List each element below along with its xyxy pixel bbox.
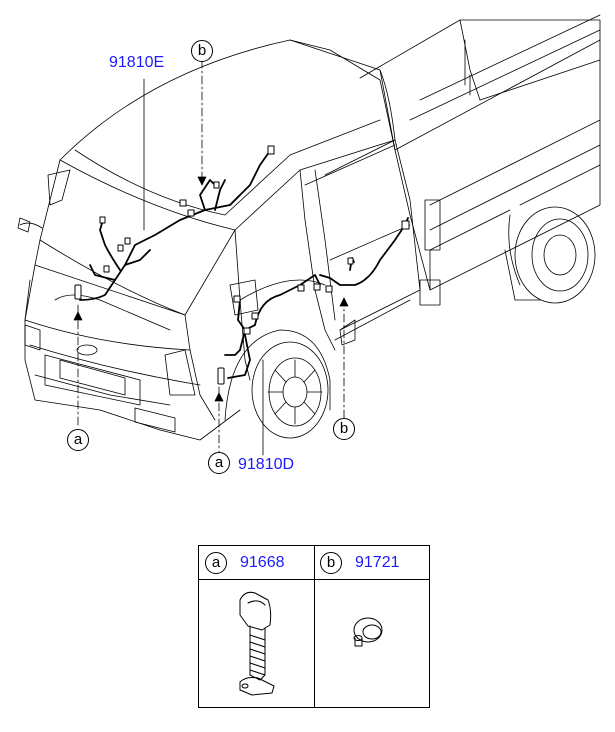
leader-lines [73,59,349,456]
table-part-91668: 91668 [240,554,285,571]
table-ref-b: b [320,552,342,574]
table-ref-a: a [205,552,227,574]
table-column-divider [314,546,315,707]
clip-a-drawing [239,591,275,696]
ref-b-right-circle: b [333,418,355,440]
ref-b-top-circle: b [191,40,213,62]
ref-a-left-circle: a [67,429,89,451]
cab-body [17,39,421,441]
parts-table: a 91668 b 91721 [198,545,430,708]
connectors [74,145,410,385]
table-part-91721: 91721 [355,554,400,571]
ref-a-bottom-circle: a [208,452,230,474]
clip-b-drawing [353,617,383,647]
part-number-91810e: 91810E [109,54,165,71]
part-number-91810d: 91810D [238,456,295,473]
rear-wheel [504,206,596,304]
cargo-bed [359,14,601,306]
